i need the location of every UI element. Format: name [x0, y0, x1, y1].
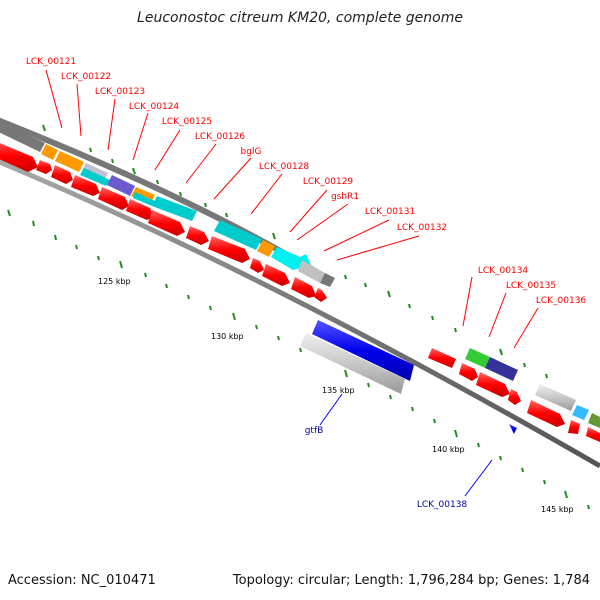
genome-info-text: Topology: circular; Length: 1,796,284 bp… — [232, 573, 590, 588]
gene-label: gshR1 — [331, 192, 359, 202]
scale-labels: 125 kbp 130 kbp 135 kbp 140 kbp 145 kbp — [98, 277, 574, 514]
feature-track-red-upper — [0, 143, 327, 302]
scale-label: 130 kbp — [211, 332, 244, 341]
gene-label: LCK_00124 — [129, 102, 180, 112]
gene-label: LCK_00126 — [195, 132, 246, 142]
gene-label: LCK_00136 — [536, 296, 587, 306]
page-title: Leuconostoc citreum KM20, complete genom… — [137, 10, 463, 26]
scale-label: 125 kbp — [98, 277, 131, 286]
feature-track-upper — [0, 122, 335, 287]
scale-label: 145 kbp — [541, 505, 574, 514]
gene-labels-blue: gtfB LCK_00138 — [305, 393, 493, 510]
gene-labels-red: LCK_00121 LCK_00122 LCK_00123 LCK_00124 … — [26, 57, 587, 349]
scale-label: 140 kbp — [432, 445, 465, 454]
gene-label: LCK_00131 — [365, 207, 415, 217]
gene-label: LCK_00123 — [95, 87, 145, 97]
gene-label: LCK_00128 — [259, 162, 310, 172]
gene-label: LCK_00121 — [26, 57, 76, 67]
gene-label: LCK_00138 — [417, 500, 468, 510]
gene-label: LCK_00125 — [162, 117, 212, 127]
gene-label: LCK_00135 — [506, 281, 556, 291]
tick-marks — [7, 209, 590, 510]
gene-label: LCK_00122 — [61, 72, 111, 82]
gene-label: LCK_00132 — [397, 223, 447, 233]
accession-text: Accession: NC_010471 — [8, 573, 156, 588]
gene-label: LCK_00134 — [478, 266, 529, 276]
gene-label: bglG — [241, 147, 262, 157]
gene-label: gtfB — [305, 426, 324, 436]
feature-track-right — [428, 348, 600, 442]
tick-marks-outer — [42, 124, 548, 379]
feature-gtfB — [300, 320, 517, 434]
scale-label: 135 kbp — [322, 386, 355, 395]
gene-label: LCK_00129 — [303, 177, 354, 187]
